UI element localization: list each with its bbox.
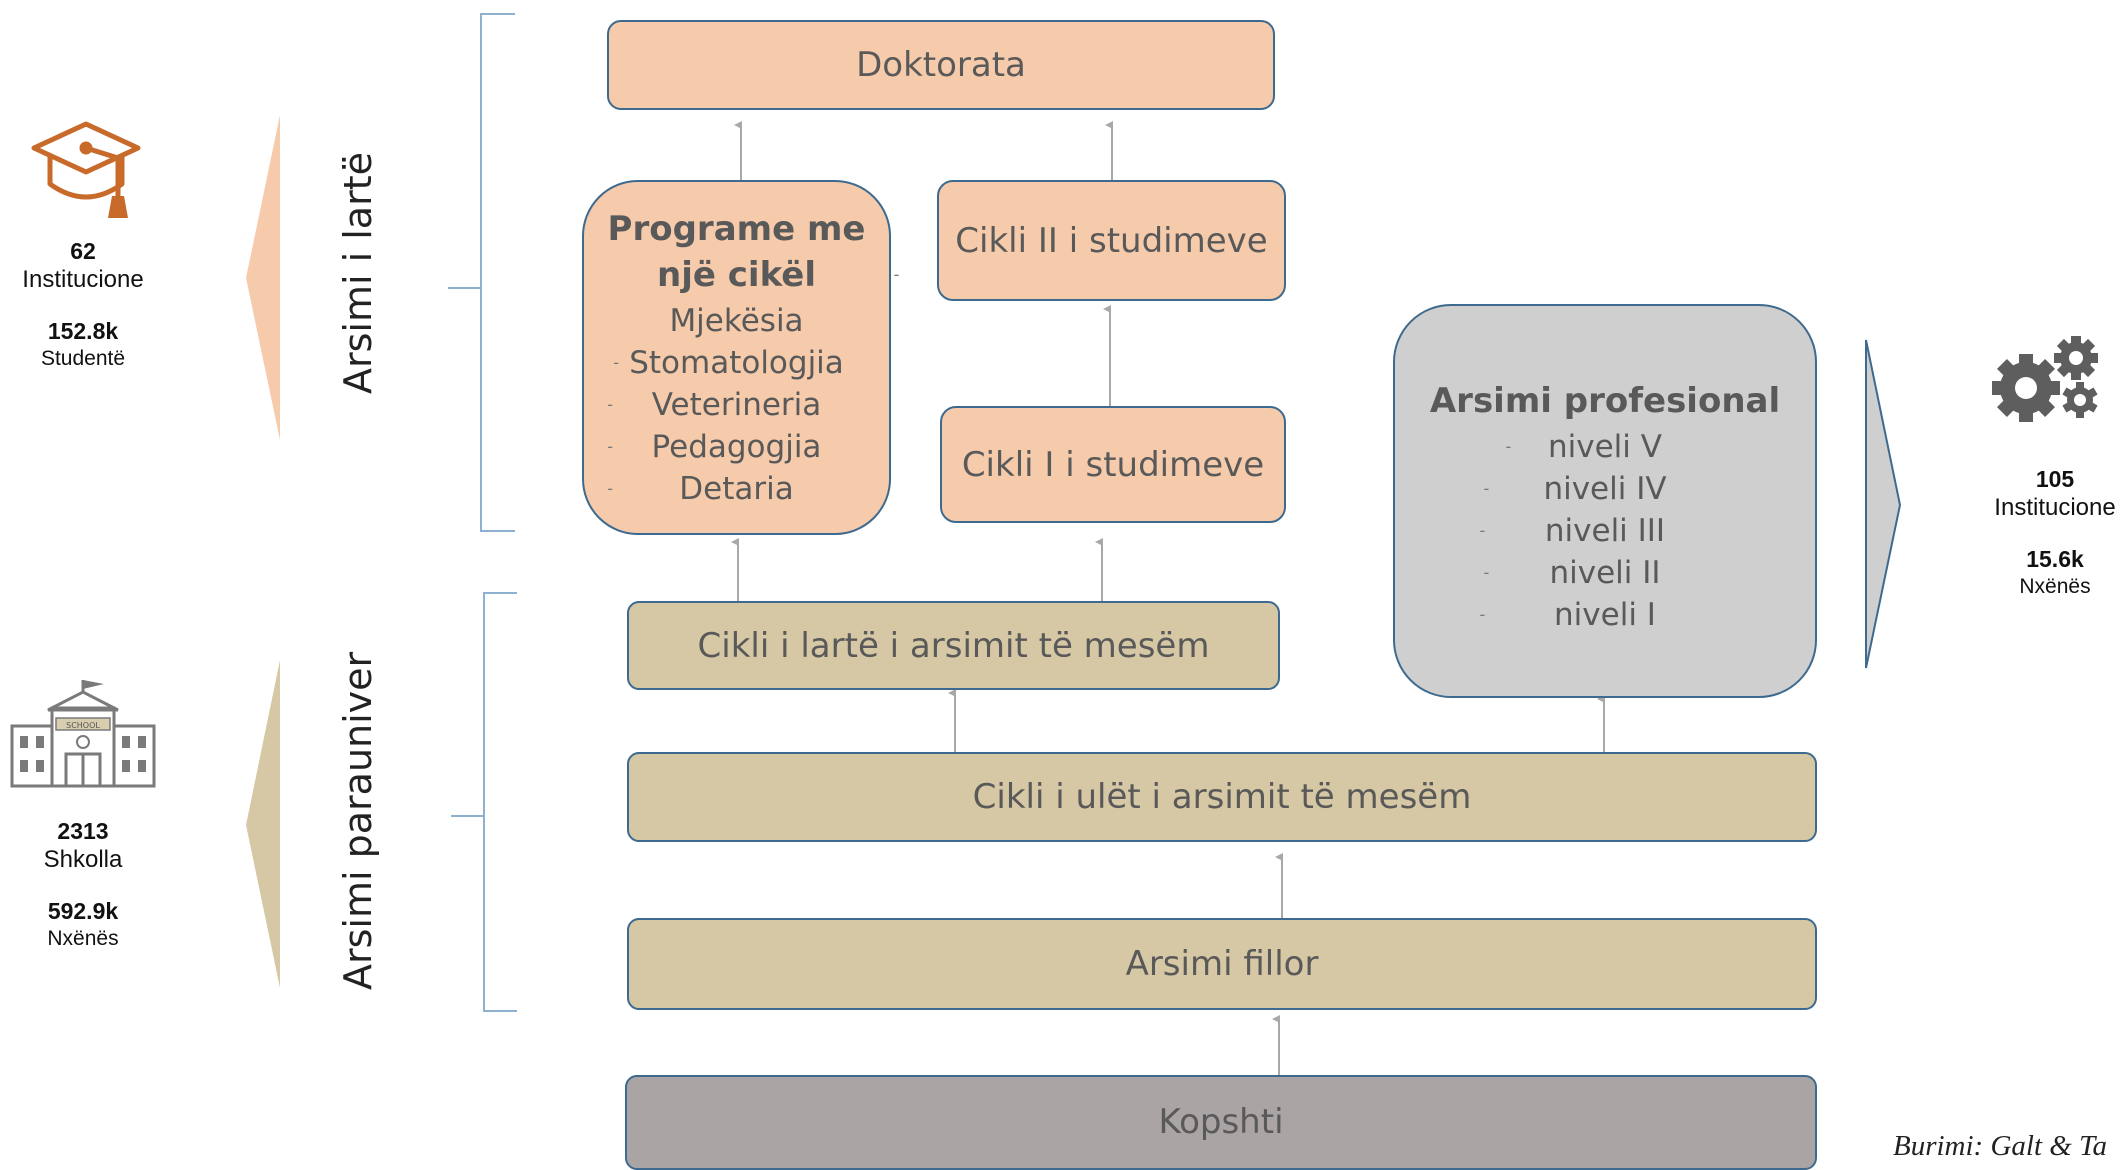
one-cycle-program-list: Mjekësia -Stomatologjia -Veterineria -Pe… [607,300,844,510]
vocational-institutions-count: 105 [2035,466,2075,492]
vocational-education-box: Arsimi profesional -niveli V -niveli IV … [1393,304,1817,698]
pre-university-label: Arsimi parauniversitar [336,650,380,990]
vocational-level: niveli IV [1543,471,1667,507]
pre-university-triangle [246,660,280,988]
doctorate-box: Doktorata [607,20,1275,110]
higher-ed-students-count: 152.8k [47,318,119,345]
school-building-icon: SCHOOL [10,680,156,788]
pre-university-stats: 2313 Shkolla 592.9k Nxënës [0,818,166,951]
one-cycle-title-line-2: një cikël [657,255,816,295]
vocational-stats: 105 Institucione 15.6k Nxënës [1985,466,2125,599]
pre-university-schools-count: 2313 [57,818,109,844]
upper-secondary-label: Cikli i lartë i arsimit të mesëm [697,625,1210,666]
pre-university-schools-label: Shkolla [43,845,123,873]
first-cycle-box: Cikli I i studimeve [940,406,1286,523]
pre-university-bracket [451,592,517,1012]
vocational-pupils-count: 15.6k [2026,546,2084,573]
higher-ed-triangle [246,115,280,440]
vocational-level-list: -niveli V -niveli IV -niveli III -niveli… [1479,429,1667,633]
higher-ed-institutions-label: Institucione [22,265,144,293]
primary-education-box: Arsimi fillor [627,918,1817,1010]
pre-university-pupils-label: Nxënës [47,926,119,950]
second-cycle-label: Cikli II i studimeve [955,220,1268,261]
first-cycle-label: Cikli I i studimeve [961,444,1265,485]
vocational-level: niveli III [1544,513,1666,549]
higher-ed-institutions-count: 62 [70,238,96,264]
primary-education-label: Arsimi fillor [1125,944,1319,984]
gears-icon [1992,336,2098,422]
pre-university-pupils-count: 592.9k [47,898,119,925]
vocational-level: niveli II [1549,555,1661,591]
lower-secondary-label: Cikli i ulët i arsimit të mesëm [972,777,1472,817]
lower-secondary-box: Cikli i ulët i arsimit të mesëm [627,752,1817,842]
one-cycle-programs-box: Programe me një cikël - Mjekësia -Stomat… [582,180,899,535]
source-credit: Burimi: Galt & Ta [1893,1130,2108,1162]
vocational-pupils-label: Nxënës [2019,574,2091,598]
higher-ed-stats: 62 Institucione 152.8k Studentë [0,238,166,371]
vocational-title: Arsimi profesional [1429,381,1781,421]
vocational-triangle [1865,339,1902,669]
one-cycle-item: Pedagogjia [651,429,822,465]
one-cycle-title-line-1: Programe me [607,209,866,249]
doctorate-label: Doktorata [856,45,1026,85]
one-cycle-item: Detaria [679,471,794,507]
upper-secondary-box: Cikli i lartë i arsimit të mesëm [627,601,1280,690]
one-cycle-item: Stomatologjia [629,345,844,381]
vocational-level: niveli V [1548,429,1662,465]
higher-ed-label: Arsimi i lartë [336,152,380,395]
kindergarten-label: Kopshti [1158,1102,1284,1142]
higher-ed-students-label: Studentë [40,346,126,370]
vocational-level: niveli I [1554,597,1656,633]
svg-text:SCHOOL: SCHOOL [66,721,100,730]
one-cycle-item: Veterineria [651,387,822,423]
second-cycle-box: Cikli II i studimeve [937,180,1286,301]
kindergarten-box: Kopshti [625,1075,1817,1170]
graduation-cap-icon [31,121,141,218]
one-cycle-item: Mjekësia [669,303,804,339]
vocational-institutions-label: Institucione [1994,493,2116,521]
higher-ed-bracket [448,13,515,532]
